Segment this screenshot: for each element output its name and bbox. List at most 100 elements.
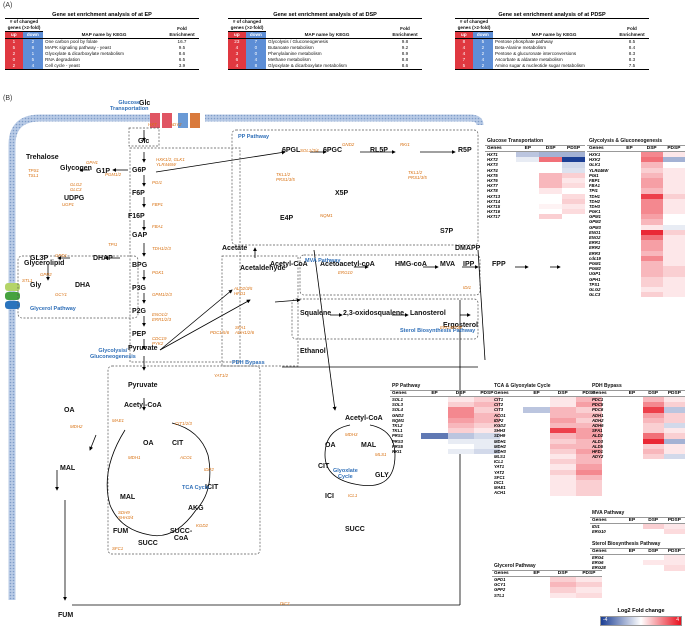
heatmap-gene: HXT4 xyxy=(487,167,498,173)
up-count: 7 xyxy=(455,57,473,63)
enzyme-gpp2: GPP2 xyxy=(40,272,52,277)
heatmap-gene: HXT2 xyxy=(487,157,498,163)
heatmap-gene: HXK1 xyxy=(589,152,601,157)
heatmap-cell-pdsp xyxy=(662,183,685,189)
heatmap-cell-ep xyxy=(516,188,540,194)
heatmap-col-header: PDSP xyxy=(667,549,681,554)
heatmap-gene: GLK1 xyxy=(589,162,601,168)
heatmap-row: HXT8 xyxy=(485,188,585,194)
heatmap-cell-pdsp xyxy=(663,560,685,566)
down-count: 7 xyxy=(245,38,266,45)
enrichment-table-title: Gene set enrichment analysis of at DSP xyxy=(273,12,377,18)
heatmap-cell-dsp xyxy=(640,266,663,272)
metabolite-glc-in: Glc xyxy=(139,100,151,107)
heatmap-row: YAT1 xyxy=(492,464,602,470)
heatmap-row: PRS5 xyxy=(390,443,500,449)
up-count: 23 xyxy=(228,38,246,45)
heatmap-gene: PGM2 xyxy=(589,266,601,272)
heatmap-row: HXT3 xyxy=(485,162,585,168)
metabolite-ici3: ICI xyxy=(325,493,334,500)
heatmap-row: ACO1 xyxy=(492,412,602,418)
enzyme-idp2: IDP2 xyxy=(204,467,214,472)
heatmap-cell-dsp xyxy=(539,188,563,194)
enzyme-idi1: IDI1 xyxy=(463,285,472,290)
heatmap-cell-dsp xyxy=(549,433,576,439)
heatmap-cell-ep xyxy=(618,203,641,210)
col-down: down xyxy=(22,31,43,39)
heatmap-cell-pdsp xyxy=(473,407,500,413)
heatmap-cell-pdsp xyxy=(662,250,685,256)
up-count: 4 xyxy=(455,45,473,51)
heatmap-cell-ep xyxy=(523,428,550,434)
heatmap-row: SOL3 xyxy=(390,402,500,408)
heatmap-cell-dsp xyxy=(640,172,663,178)
metabolite-trehalose: Trehalose xyxy=(26,154,59,161)
metabolite-glc: Glc xyxy=(138,138,150,145)
heatmap-row: GPM2 xyxy=(587,219,685,225)
enzyme-sfc1: SFC1 xyxy=(112,546,124,551)
up-count: 2 xyxy=(5,63,23,70)
heatmap-cell-dsp xyxy=(640,193,663,199)
heatmap-cell-dsp xyxy=(549,592,576,598)
heatmap-cell-pdsp xyxy=(663,529,685,535)
heatmap-cell-pdsp xyxy=(663,402,685,408)
heatmap-cell-pdsp xyxy=(662,167,685,173)
channel-stl1 xyxy=(5,283,20,291)
col-map: MAP name by KEGG xyxy=(493,18,615,39)
heatmap-cell-ep xyxy=(618,240,641,246)
legend-gradient: -4 4 xyxy=(600,616,682,626)
metabolite-p3g: P3G xyxy=(132,285,147,292)
heatmap-row: ADH1 xyxy=(590,412,685,418)
heatmap-col-header: PDSP xyxy=(667,518,681,523)
heatmap-title: Sterol Biosynthesis Pathway xyxy=(590,540,685,549)
heatmap-cell-ep xyxy=(523,592,550,598)
heatmap-row: ERG28 xyxy=(590,565,685,571)
heatmap-cell-dsp xyxy=(640,250,663,256)
enzyme-stl1: STL1 xyxy=(22,278,33,283)
heatmap-cell-ep xyxy=(523,443,550,449)
up-count: 2 xyxy=(5,51,23,57)
col-up: up xyxy=(5,31,23,39)
heatmap-cell-dsp xyxy=(447,412,474,418)
heatmap-cell-dsp xyxy=(640,203,663,210)
heatmap-cell-ep xyxy=(618,235,641,241)
heatmap-gene: HXT14 xyxy=(487,198,501,204)
heatmap-cell-ep xyxy=(523,438,550,444)
glycerol-box xyxy=(17,255,139,319)
heatmap-cell-dsp xyxy=(539,167,563,173)
heatmap-cell-ep xyxy=(421,407,448,413)
heatmap-row: HXT13 xyxy=(485,193,585,199)
heatmap-cell-ep xyxy=(516,183,540,189)
heatmap-title: Glucose Transportation xyxy=(485,137,585,146)
heatmap-gene: ADH6 xyxy=(592,422,604,428)
heatmap-row: SFC1 xyxy=(492,474,602,480)
metabolite-f6p: F6P xyxy=(132,190,145,197)
metabolite-glycerolipid: Glycerolipid xyxy=(24,260,65,267)
heatmap-cell-pdsp xyxy=(663,417,685,423)
enzyme-gcy1: GCY1 xyxy=(55,292,67,297)
heatmap-cell-pdsp xyxy=(662,177,685,184)
heatmap-cell-dsp xyxy=(642,397,664,403)
heatmap-row: ALD5 xyxy=(590,443,685,449)
heatmap-gene: ACH1 xyxy=(494,490,506,496)
enzyme-mdh2: MDH2 xyxy=(70,424,83,429)
heatmap-gene: SOL4 xyxy=(392,407,403,413)
metabolite-oa: OA xyxy=(143,440,154,447)
heatmap-row: HXT14 xyxy=(485,198,585,204)
enrichment-table-1: Gene set enrichment analysis of at EP# o… xyxy=(5,12,199,70)
heatmap-cell-dsp xyxy=(642,565,664,571)
heatmap-cell-dsp xyxy=(642,454,664,460)
heatmap-cell-ep xyxy=(516,198,540,204)
heatmap-cell-pdsp xyxy=(663,565,685,571)
heatmap-row: FBP1 xyxy=(587,177,685,184)
heatmap-cell-dsp xyxy=(642,438,664,444)
heatmap-col-header: Genes xyxy=(494,391,509,396)
metabolite-squalene: Squalene xyxy=(300,310,332,317)
heatmap-gene: GCY1 xyxy=(494,582,506,588)
heatmap-cell-dsp xyxy=(642,448,664,455)
heatmap-gene: PGM1 xyxy=(589,260,601,266)
heatmap-cell-ep xyxy=(421,397,448,403)
